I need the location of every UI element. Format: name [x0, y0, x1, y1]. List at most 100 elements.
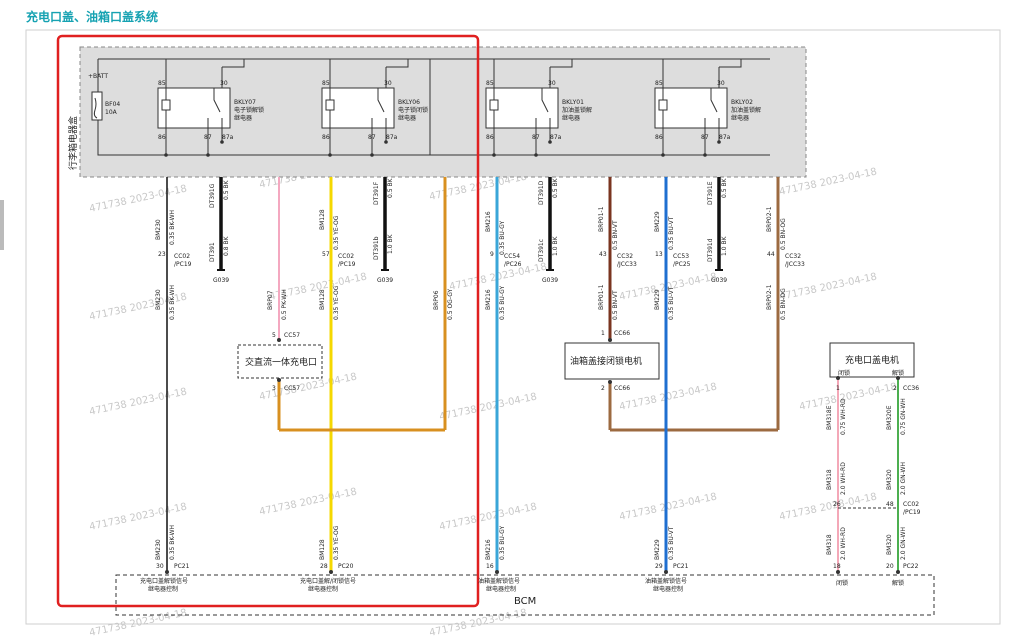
wire-label: 0.5 BN-OG — [780, 218, 787, 250]
connector-label: 2 — [601, 385, 605, 392]
scroll-handle[interactable] — [0, 200, 4, 250]
watermark-text: 471738 2023-04-18 — [88, 607, 188, 638]
connector-label: 2 — [893, 385, 897, 392]
wire-label: 0.5 PK-WH — [281, 289, 288, 320]
fuse-rating: 10A — [105, 109, 118, 116]
wire-label: BM320E — [886, 405, 893, 430]
wire-label: BM229 — [654, 211, 661, 232]
wire-label: BRP02-1 — [766, 284, 773, 310]
relay-coil-icon — [658, 99, 668, 111]
wire-label: DT391F — [373, 181, 380, 205]
wire-label: BM128 — [319, 209, 326, 230]
pin-dot — [277, 378, 281, 382]
bcm-pin-desc: 充电口盖解锁信号 — [140, 577, 188, 585]
connector-label: 30 — [156, 563, 164, 570]
wire-label: BM230 — [155, 539, 162, 560]
connector-label: CC54 — [504, 253, 520, 260]
junction-dot — [220, 140, 224, 144]
wire-label: BM128 — [319, 539, 326, 560]
wire-label: 0.35 BU-GY — [499, 525, 506, 560]
relay-desc: 电子锁闭锁 — [398, 106, 428, 114]
batt-label: +BATT — [88, 73, 108, 80]
wire-label: BM229 — [654, 539, 661, 560]
charge-lid-motor-label: 充电口盖电机 — [845, 354, 899, 366]
wire-label: 0.5 BN-OG — [780, 288, 787, 320]
unlock-label: 解锁 — [892, 579, 904, 587]
wire-label: 0.35 BU-GY — [499, 220, 506, 255]
relay-desc: 加油盖锁解 — [731, 106, 761, 114]
junction-dot — [164, 153, 168, 157]
wire-label: BRP07 — [267, 290, 274, 310]
watermark-text: 471738 2023-04-18 — [778, 271, 878, 302]
connector-label: 23 — [158, 251, 166, 258]
wire-label: 0.5 BK — [552, 177, 559, 198]
ground-label: G039 — [542, 277, 558, 284]
ground-label: G039 — [711, 277, 727, 284]
wire-label: BM229 — [654, 289, 661, 310]
bcm-pin-desc: 继电器控制 — [486, 585, 516, 593]
ground-label: G039 — [213, 277, 229, 284]
wire-label: BM216 — [485, 289, 492, 310]
wire-label: BM216 — [485, 539, 492, 560]
watermark-text: 471738 2023-04-18 — [798, 381, 898, 412]
connector-label: 44 — [767, 251, 775, 258]
highlight-box — [56, 34, 480, 608]
relay-pin-label: 87 — [204, 134, 212, 141]
junction-dot — [370, 153, 374, 157]
relay-desc2: 继电器 — [731, 114, 749, 122]
watermark-text: 471738 2023-04-18 — [438, 391, 538, 422]
relay-pin-label: 85 — [486, 80, 494, 87]
diagram-frame — [25, 29, 1001, 625]
watermark-text: 471738 2023-04-18 — [778, 491, 878, 522]
ground-label: G039 — [377, 277, 393, 284]
relay-id: BKLY01 — [562, 99, 584, 106]
fuse-icon — [91, 91, 103, 121]
relay-pin-label: 85 — [322, 80, 330, 87]
wire-label: DT391c — [538, 239, 545, 262]
pin-dot — [836, 376, 840, 380]
wire-label: 0.5 BN-VT — [612, 290, 619, 320]
wire-label: 1.0 BK — [552, 235, 559, 256]
unlock-label: 解锁 — [892, 369, 904, 377]
relay-id: BKLY06 — [398, 99, 420, 106]
wire-label: 1.0 BK — [387, 233, 394, 254]
pin-dot — [664, 570, 668, 574]
watermark-text: 471738 2023-04-18 — [438, 501, 538, 532]
relay-pin-label: 87 — [701, 134, 709, 141]
wire-label: BRP06 — [433, 290, 440, 310]
relay-desc: 加油盖锁解 — [562, 106, 592, 114]
bcm-pin-desc: 油箱盖解锁信号 — [645, 577, 687, 585]
fuel-lid-motor-box — [564, 342, 660, 380]
relay-pin-label: 30 — [384, 80, 392, 87]
wire-label: BM230 — [155, 219, 162, 240]
charge-lid-motor-box — [829, 342, 915, 378]
wire-label: 0.35 BK-WH — [169, 525, 176, 560]
relay-pin-label: 86 — [158, 134, 166, 141]
wire-label: 2.0 WH-RD — [840, 462, 847, 495]
relay-box-label: 行李箱电器盒 — [67, 116, 79, 170]
wire-label: 0.35 YE-OG — [333, 215, 340, 250]
wire-label: BM320 — [886, 534, 893, 555]
wire-label: BM318E — [826, 405, 833, 430]
bcm-label: BCM — [514, 596, 536, 607]
fuel-lid-motor-label: 油箱盖接闭锁电机 — [570, 355, 642, 367]
wire-label: 0.35 BU-VT — [668, 526, 675, 560]
wire-label: 0.8 BK — [223, 235, 230, 256]
connector-label: 18 — [833, 563, 841, 570]
connector-label: 16 — [486, 563, 494, 570]
watermark-text: 471738 2023-04-18 — [618, 491, 718, 522]
relay-pin-label: 85 — [158, 80, 166, 87]
wire-label: 0.35 BU-GY — [499, 285, 506, 320]
junction-dot — [534, 153, 538, 157]
relay-id: BKLY02 — [731, 99, 753, 106]
wire-label: DT391G — [209, 183, 216, 208]
connector-label: CC66 — [614, 385, 630, 392]
bcm-pin-desc: 继电器控制 — [308, 585, 338, 593]
pin-dot — [329, 570, 333, 574]
wire-label: 0.75 GN-WH — [900, 398, 907, 435]
connector-label: CC66 — [614, 330, 630, 337]
wire-label: DT391b — [373, 236, 380, 260]
pin-dot — [277, 338, 281, 342]
connector-label: 5 — [272, 332, 276, 339]
wire-label: DT391D — [538, 180, 545, 205]
